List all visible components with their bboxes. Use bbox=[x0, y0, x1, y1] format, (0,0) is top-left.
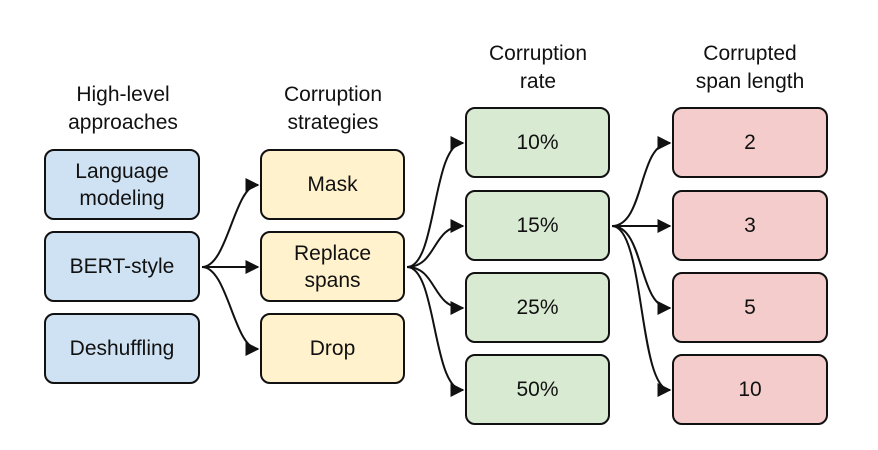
arrow-15-to-5 bbox=[611, 225, 672, 315]
approach-deshuffling: Deshuffling bbox=[44, 313, 200, 384]
arrow-replace-to-10 bbox=[406, 136, 465, 268]
arrow-replace-to-15 bbox=[406, 219, 465, 268]
arrow-replace-to-25 bbox=[406, 266, 465, 315]
strategy-mask: Mask bbox=[260, 149, 405, 220]
rate-50: 50% bbox=[465, 354, 610, 425]
arrow-15-to-2 bbox=[611, 136, 672, 227]
arrow-bert-to-drop bbox=[201, 266, 260, 356]
strategy-replace-spans: Replace spans bbox=[260, 231, 405, 302]
approach-language-modeling: Language modeling bbox=[44, 149, 200, 220]
span-length-5: 5 bbox=[672, 272, 828, 343]
header-corruption-rate: Corruption rate bbox=[488, 42, 588, 93]
span-length-2: 2 bbox=[672, 107, 828, 178]
rate-15: 15% bbox=[465, 190, 610, 261]
rate-10: 10% bbox=[465, 107, 610, 178]
header-high-level-approaches: High-level approaches bbox=[68, 83, 178, 134]
span-length-3: 3 bbox=[672, 190, 828, 261]
span-length-10: 10 bbox=[672, 354, 828, 425]
rate-25: 25% bbox=[465, 272, 610, 343]
header-corrupted-span-length: Corrupted span length bbox=[695, 42, 805, 93]
approach-bert-style: BERT-style bbox=[44, 231, 200, 302]
arrow-replace-to-50 bbox=[406, 266, 465, 397]
arrow-bert-to-mask bbox=[201, 178, 260, 268]
header-corruption-strategies: Corruption strategies bbox=[283, 83, 383, 134]
strategy-drop: Drop bbox=[260, 313, 405, 384]
arrow-15-to-10 bbox=[611, 225, 672, 397]
